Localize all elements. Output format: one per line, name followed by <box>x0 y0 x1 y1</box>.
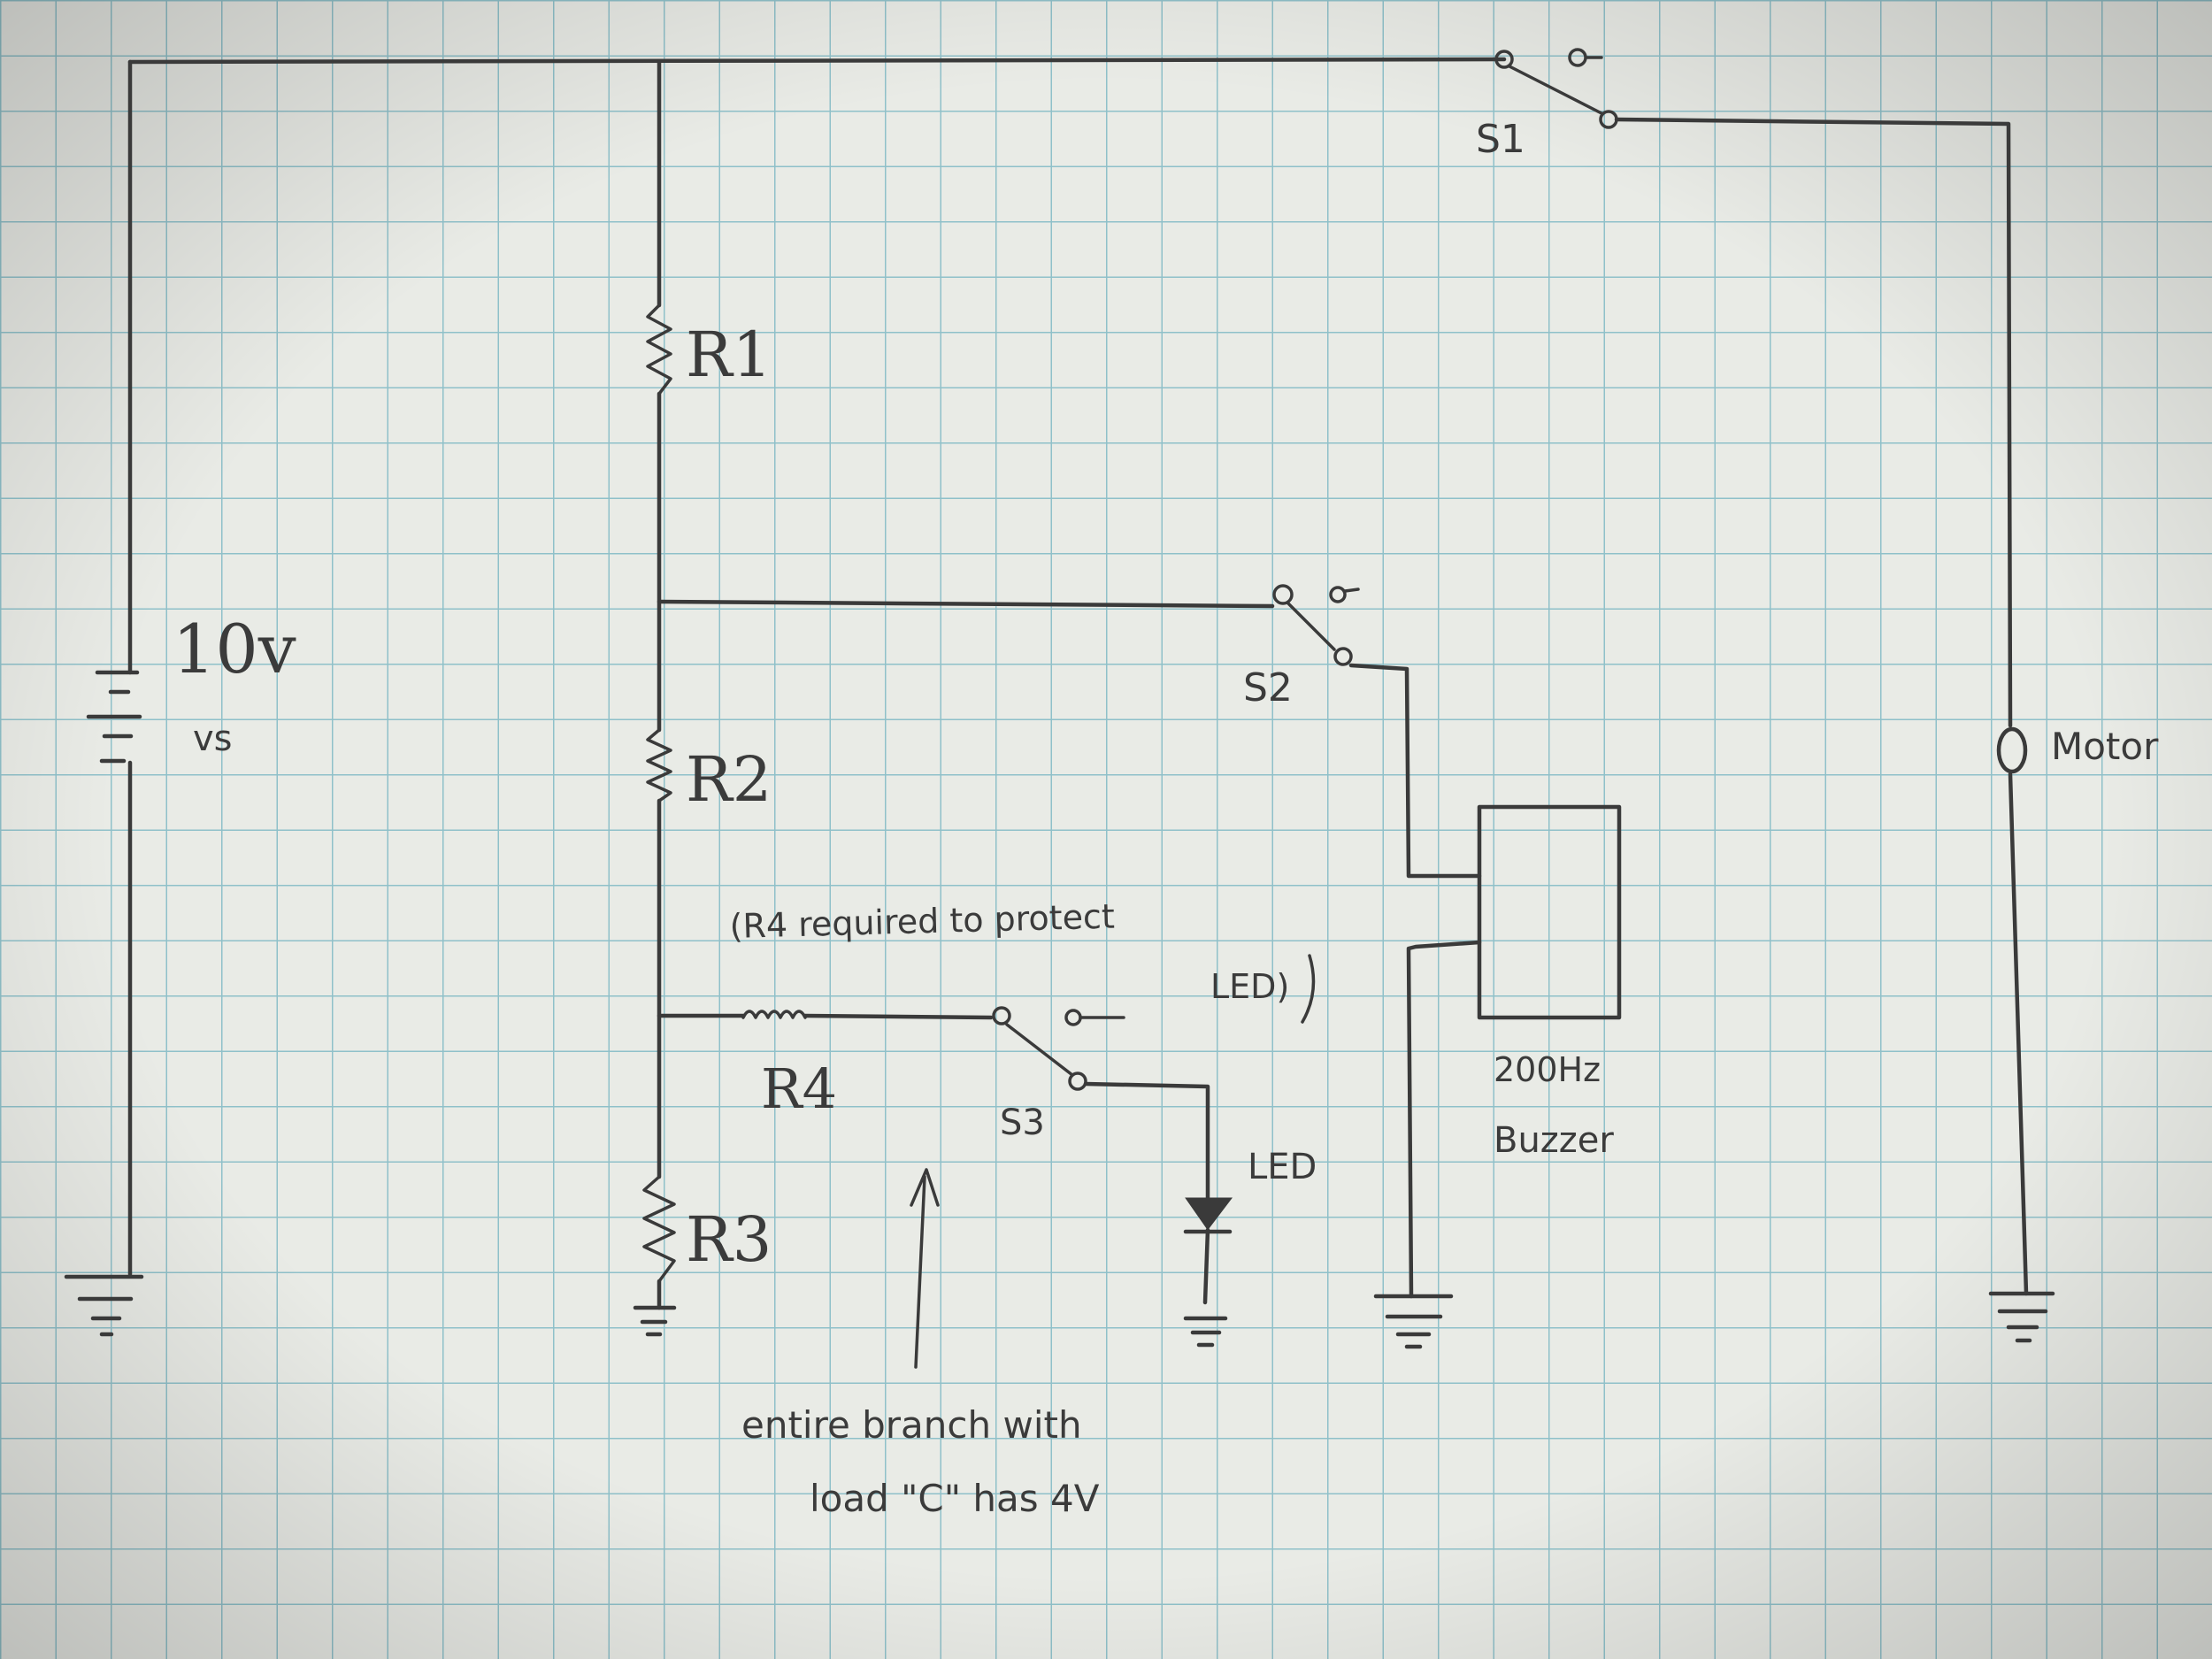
led-symbol <box>1183 1197 1233 1234</box>
annotation-arrow <box>910 1168 940 1369</box>
resistor-r2-symbol <box>646 728 672 803</box>
switch-s3-symbol <box>992 1006 1125 1091</box>
resistor-r3-symbol <box>642 1175 676 1283</box>
switch-s2-symbol <box>1272 584 1360 666</box>
motor-label: Motor <box>2051 725 2159 768</box>
led-label: LED <box>1248 1147 1317 1187</box>
source-voltage-label: 10v <box>173 610 296 688</box>
ground-symbol-buzzer <box>1373 1294 1454 1349</box>
r4-note-line1: (R4 required to protect <box>729 897 1115 946</box>
ground-symbol-r3 <box>633 1305 677 1337</box>
resistor-r1-symbol <box>646 303 672 396</box>
resistor-r4-label: R4 <box>761 1056 837 1121</box>
r4-note-line2: LED) <box>1210 967 1289 1006</box>
branch-note-line2: load "C" has 4V <box>810 1477 1100 1520</box>
ground-symbol-motor <box>1988 1291 2055 1343</box>
buzzer-frequency-label: 200Hz <box>1494 1050 1601 1089</box>
resistor-r3-label: R3 <box>686 1203 772 1276</box>
led-branch-wire <box>657 1010 1210 1305</box>
motor-symbol <box>1996 726 2028 774</box>
s2-branch-wire <box>657 599 1275 609</box>
resistor-r2-label: R2 <box>686 743 772 816</box>
switch-s2-label: S2 <box>1243 665 1293 710</box>
resistor-r1-label: R1 <box>686 319 772 391</box>
ground-symbol-battery <box>64 1274 144 1337</box>
switch-s3-label: S3 <box>1000 1102 1045 1143</box>
branch-note-line1: entire branch with <box>741 1403 1082 1447</box>
buzzer-label: Buzzer <box>1494 1120 1614 1161</box>
battery-symbol <box>86 670 142 764</box>
ground-symbol-led <box>1183 1316 1228 1348</box>
motor-branch-wire <box>1614 117 2029 1296</box>
source-name-label: vs <box>193 718 233 759</box>
buzzer-feed-wire <box>1348 663 1482 1299</box>
switch-s1-label: S1 <box>1476 117 1525 162</box>
switch-s1-symbol <box>1494 48 1618 129</box>
r4-note-paren <box>1301 954 1316 1024</box>
buzzer-box <box>1477 804 1622 1020</box>
top-rail-wire <box>127 57 1507 1277</box>
